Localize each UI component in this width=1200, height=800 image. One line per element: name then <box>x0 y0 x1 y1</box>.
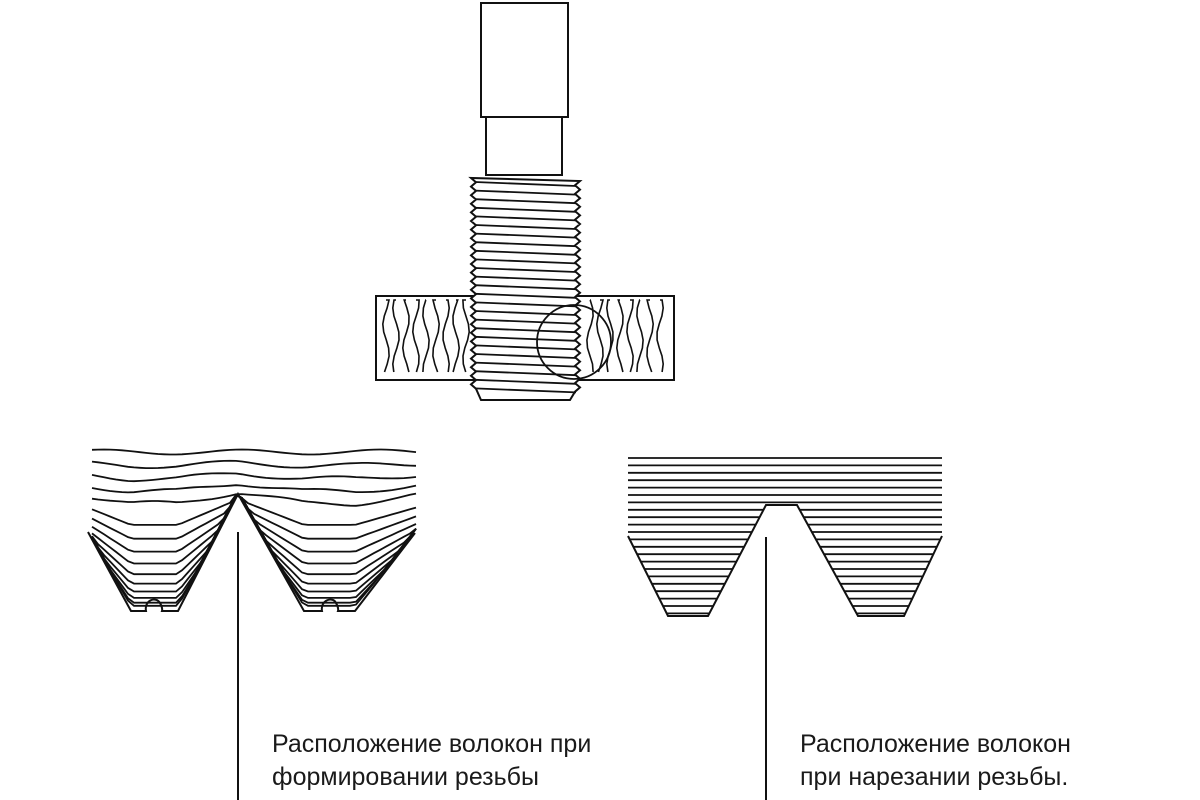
thread-crest-line <box>474 327 577 334</box>
thread-crest-line <box>474 189 577 196</box>
tap-threaded-body <box>468 176 583 401</box>
thread-crest-line <box>474 258 577 265</box>
tap-tool <box>480 2 569 176</box>
formed-fiber-line <box>91 459 417 469</box>
caption-formed-line1: Расположение волокон при <box>272 730 592 758</box>
wood-fiber-line <box>391 299 400 373</box>
workpiece-fibers <box>381 299 665 373</box>
caption-cut-thread: Расположение волокон при нарезании резьб… <box>800 728 1071 794</box>
thread-crest-line <box>474 301 577 308</box>
wood-fiber-line <box>595 299 605 373</box>
thread-crest-line <box>474 335 577 342</box>
thread-crest-line <box>474 249 577 256</box>
wood-fiber-line <box>442 299 451 373</box>
tap-shank-neck <box>485 116 563 176</box>
caption-formed-line2: формировании резьбы <box>272 763 539 791</box>
detail-magnifier-circle <box>536 304 612 380</box>
formed-fiber-line <box>91 493 417 540</box>
thread-crest-line <box>474 275 577 282</box>
thread-crest-line <box>474 232 577 239</box>
wood-fiber-line <box>626 299 634 373</box>
wood-fiber-line <box>381 299 391 373</box>
formed-thread-fibers <box>91 448 417 607</box>
wood-fiber-line <box>615 299 624 373</box>
caption-cut-line2: при нарезании резьбы. <box>800 763 1069 791</box>
wood-fiber-line <box>431 299 441 373</box>
thread-crest-line <box>474 361 577 368</box>
formed-fiber-line <box>91 492 417 507</box>
wood-fiber-line <box>452 299 461 373</box>
wood-fiber-line <box>656 299 665 373</box>
thread-crest-line <box>474 310 577 316</box>
thread-crest-line <box>474 224 577 230</box>
thread-crest-line <box>474 378 577 385</box>
thread-crest-line <box>474 206 577 213</box>
thread-crest-line <box>474 344 577 351</box>
tap-shank-upper <box>480 2 569 118</box>
formed-fiber-line <box>91 493 417 593</box>
thread-crest-line <box>474 267 577 273</box>
caption-cut-line1: Расположение волокон <box>800 730 1071 758</box>
thread-crest-line <box>474 215 577 222</box>
tap-thread-lines <box>474 181 577 394</box>
formed-thread-detail <box>87 448 417 612</box>
thread-crest-line <box>474 181 577 187</box>
thread-crest-line <box>474 353 577 359</box>
wood-fiber-line <box>646 299 655 373</box>
wood-fiber-line <box>422 299 430 373</box>
formed-fiber-line <box>91 493 417 526</box>
thread-crest-line <box>474 370 577 377</box>
wood-fiber-line <box>411 299 420 373</box>
thread-crest-line <box>474 318 577 325</box>
formed-fiber-line <box>91 472 417 483</box>
cut-thread-detail <box>627 457 943 617</box>
wood-fiber-line <box>636 299 644 373</box>
wood-fiber-line <box>401 299 410 373</box>
cut-thread-fibers <box>628 457 942 615</box>
wood-fiber-line <box>586 299 594 373</box>
wood-fiber-line <box>462 299 471 373</box>
thread-crest-line <box>474 198 577 205</box>
formed-thread-profile <box>87 491 416 612</box>
thread-crest-line <box>474 387 577 394</box>
formed-fiber-line <box>91 484 417 494</box>
thread-crest-line <box>474 292 577 299</box>
thread-crest-line <box>474 241 577 248</box>
cut-thread-profile <box>627 504 943 617</box>
caption-formed-thread: Расположение волокон при формировании ре… <box>272 728 591 794</box>
formed-fiber-line <box>91 448 417 456</box>
thread-crest-line <box>474 284 577 291</box>
